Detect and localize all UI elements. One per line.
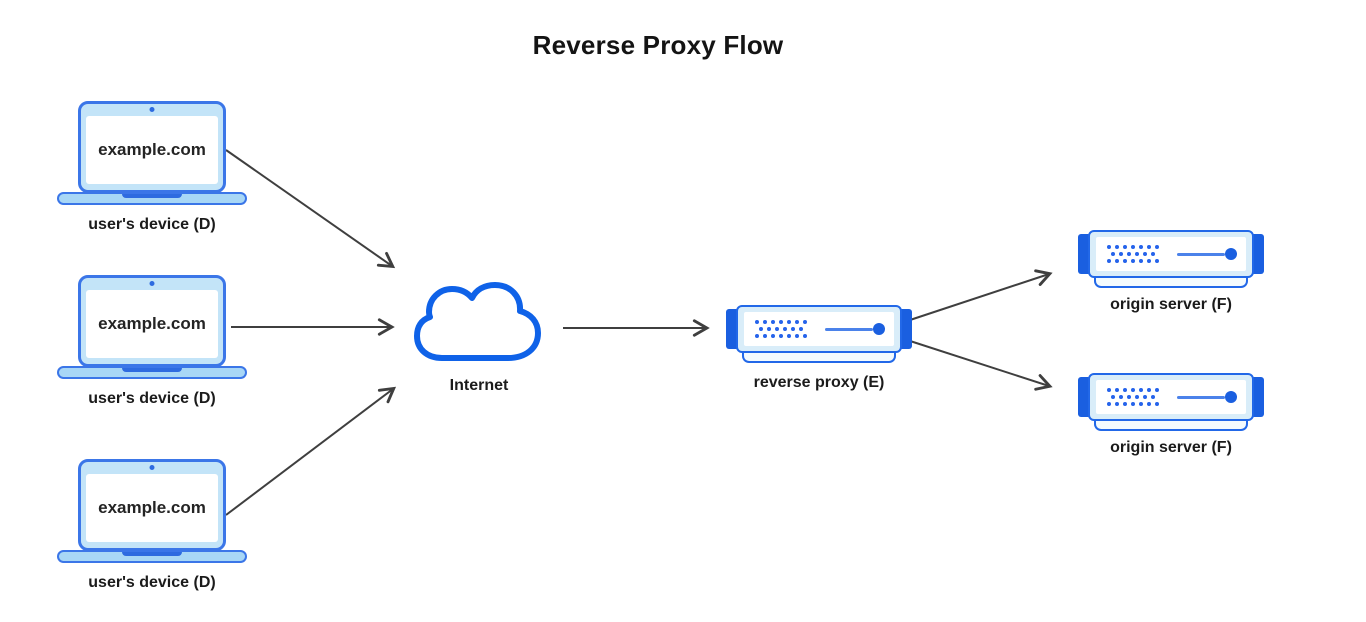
node-origin-server-1: origin server (F) <box>1078 230 1264 314</box>
camera-dot-icon <box>149 281 155 286</box>
arrow-proxy-to-origin1 <box>906 269 1053 322</box>
diagram-title: Reverse Proxy Flow <box>532 30 784 60</box>
status-line <box>1177 252 1225 256</box>
cloud-icon <box>414 282 541 361</box>
laptop-notch <box>122 194 182 198</box>
server-icon <box>1078 373 1264 421</box>
server-body <box>1088 230 1254 278</box>
status-led-icon <box>1225 248 1237 260</box>
laptop-notch <box>122 368 182 372</box>
status-line <box>825 327 873 331</box>
laptop-notch <box>122 552 182 556</box>
server-tab-right <box>899 309 912 349</box>
server-panel <box>1096 380 1246 414</box>
server-base <box>742 352 896 363</box>
server-body <box>736 305 902 353</box>
node-label: user's device (D) <box>88 574 216 591</box>
node-origin-server-2: origin server (F) <box>1078 373 1264 457</box>
screen-url-text: example.com <box>98 498 206 517</box>
status-led-icon <box>873 323 885 335</box>
server-tab-left <box>1078 377 1091 417</box>
screen-url-text: example.com <box>98 140 206 159</box>
laptop-icon: example.com <box>78 459 226 551</box>
laptop-screen: example.com <box>86 474 218 542</box>
server-tab-left <box>1078 234 1091 274</box>
screen-url-text: example.com <box>98 314 206 333</box>
vent-dots-icon <box>1107 245 1159 263</box>
arrow-device1-to-internet <box>225 149 396 269</box>
server-panel <box>744 312 894 346</box>
laptop-base <box>57 366 247 379</box>
laptop-icon: example.com <box>78 101 226 193</box>
node-label: user's device (D) <box>88 390 216 407</box>
camera-dot-icon <box>149 465 155 470</box>
server-base <box>1094 420 1248 431</box>
laptop-icon: example.com <box>78 275 226 367</box>
server-icon <box>1078 230 1264 278</box>
server-tab-left <box>726 309 739 349</box>
server-panel <box>1096 237 1246 271</box>
vent-dots-icon <box>755 320 807 338</box>
laptop-screen: example.com <box>86 116 218 184</box>
node-reverse-proxy: reverse proxy (E) <box>726 305 912 392</box>
server-base <box>1094 277 1248 288</box>
node-label: Internet <box>449 377 509 394</box>
laptop-base <box>57 192 247 205</box>
vent-dots-icon <box>1107 388 1159 406</box>
status-line <box>1177 395 1225 399</box>
node-internet: Internet <box>412 278 546 395</box>
node-label: origin server (F) <box>1110 296 1232 313</box>
node-user-device-2: example.com user's device (D) <box>57 275 247 408</box>
node-label: origin server (F) <box>1110 439 1232 456</box>
camera-dot-icon <box>149 107 155 112</box>
laptop-screen: example.com <box>86 290 218 358</box>
node-user-device-1: example.com user's device (D) <box>57 101 247 234</box>
server-icon <box>726 305 912 353</box>
laptop-base <box>57 550 247 563</box>
node-user-device-3: example.com user's device (D) <box>57 459 247 592</box>
status-led-icon <box>1225 391 1237 403</box>
server-tab-right <box>1251 377 1264 417</box>
arrow-device3-to-internet <box>225 386 397 516</box>
server-body <box>1088 373 1254 421</box>
node-label: user's device (D) <box>88 216 216 233</box>
arrow-proxy-to-origin2 <box>906 339 1053 391</box>
node-label: reverse proxy (E) <box>753 374 885 391</box>
server-tab-right <box>1251 234 1264 274</box>
